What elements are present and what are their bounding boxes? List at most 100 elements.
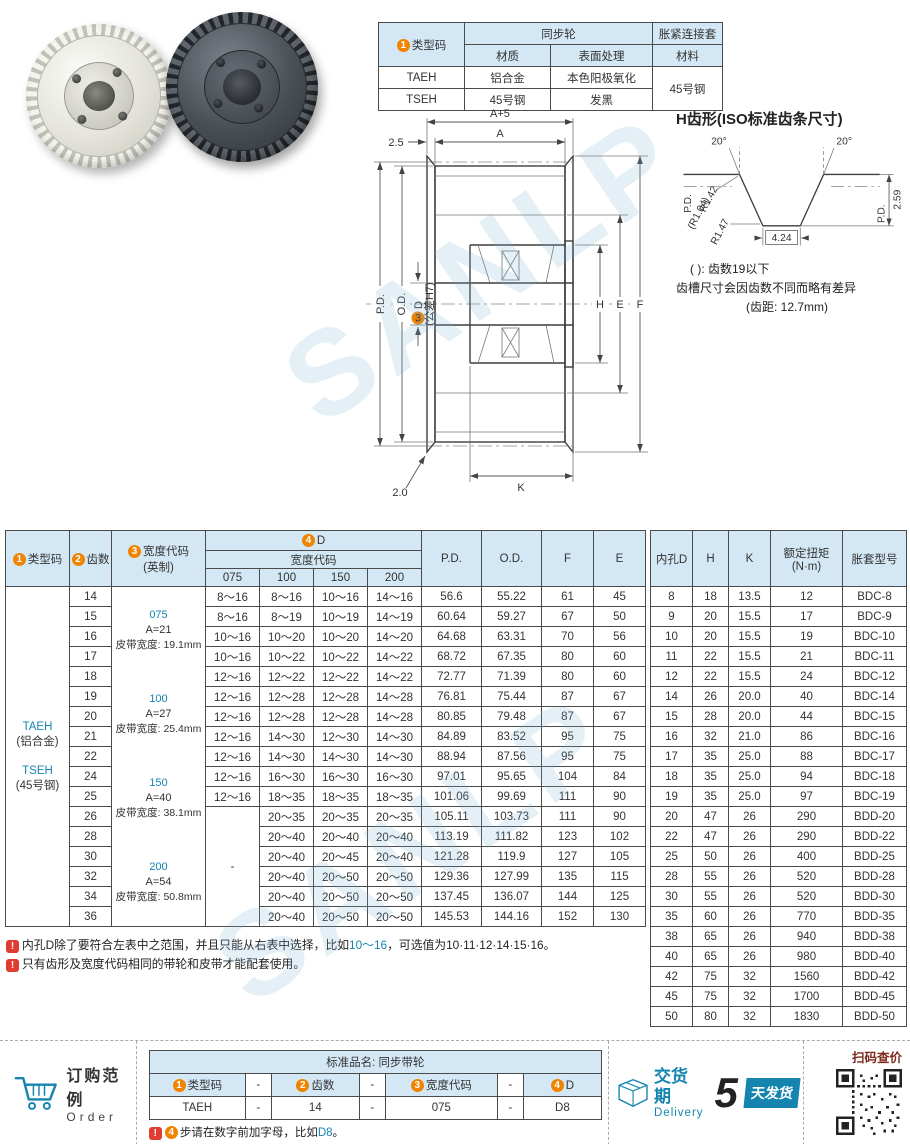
od-cell: 87.56 — [481, 746, 542, 767]
delivery-label-en: Delivery — [654, 1107, 704, 1119]
pd-cell: 76.81 — [421, 686, 482, 707]
bushing-cell: 1560 — [770, 966, 843, 987]
bushing-cell: 20 — [650, 806, 693, 827]
d-range-cell: 8～16 — [259, 586, 314, 607]
d-range-cell: 12～16 — [205, 686, 260, 707]
e-cell: 67 — [593, 706, 646, 727]
radius-bottom-label: R1.47 — [709, 217, 732, 247]
e-cell: 75 — [593, 746, 646, 767]
d-range-cell: 20～40 — [313, 826, 368, 847]
d-range-cell: 12～16 — [205, 706, 260, 727]
teeth-cell: 17 — [69, 646, 112, 667]
bushing-cell: BDC-16 — [842, 726, 907, 747]
dash-cell: - — [205, 806, 260, 927]
d-range-cell: 18～35 — [259, 786, 314, 807]
separator-cell: - — [244, 1073, 272, 1097]
d-range-cell: 16～30 — [313, 766, 368, 787]
header-surface: 表面处理 — [550, 44, 653, 67]
product-photo-aluminum-pulley — [18, 16, 180, 176]
d-range-cell: 10～20 — [313, 626, 368, 647]
separator-cell: - — [358, 1073, 386, 1097]
d-range-cell: 12～16 — [205, 746, 260, 767]
e-cell: 60 — [593, 666, 646, 687]
bushing-cell: 75 — [692, 986, 729, 1007]
circled-2: 2 — [71, 552, 85, 566]
circled-3: 3 — [415, 313, 421, 325]
teeth-cell: 28 — [69, 826, 112, 847]
tooth-note-3: (齿距: 12.7mm) — [746, 300, 829, 314]
bushing-cell: 94 — [770, 766, 843, 787]
bushing-cell: BDC-9 — [842, 606, 907, 627]
pd-cell: 72.77 — [421, 666, 482, 687]
bushing-cell: 35 — [692, 786, 729, 807]
f-cell: 87 — [541, 686, 594, 707]
d-range-cell: 10～16 — [205, 646, 260, 667]
d-range-cell: 8～19 — [259, 606, 314, 627]
f-cell: 80 — [541, 666, 594, 687]
d-range-cell: 12～28 — [313, 706, 368, 727]
d-range-cell: 14～20 — [367, 626, 422, 647]
col-header-od: O.D. — [481, 530, 542, 587]
d-range-cell: 20～50 — [367, 866, 422, 887]
bushing-cell: BDC-18 — [842, 766, 907, 787]
dim-flange-thickness-label: 2.5 — [388, 137, 403, 149]
od-cell: 71.39 — [481, 666, 542, 687]
bushing-cell: 15 — [650, 706, 693, 727]
warning-icon: ! — [148, 1127, 162, 1140]
d-range-cell: 20～50 — [367, 886, 422, 907]
pd-cell: 88.94 — [421, 746, 482, 767]
d-range-cell: 20～50 — [313, 866, 368, 887]
bushing-cell: BDC-11 — [842, 646, 907, 667]
bushing-cell: 65 — [692, 946, 729, 967]
od-cell: 83.52 — [481, 726, 542, 747]
e-cell: 102 — [593, 826, 646, 847]
bushing-cell: 10 — [650, 626, 693, 647]
bushing-cell: 30 — [650, 886, 693, 907]
d-range-cell: 20～40 — [259, 846, 314, 867]
e-cell: 90 — [593, 806, 646, 827]
pd-cell: 105.11 — [421, 806, 482, 827]
bushing-cell: 97 — [770, 786, 843, 807]
note-matching: !只有齿形及宽度代码相同的带轮和皮带才能配套使用。 — [6, 955, 646, 974]
e-cell: 60 — [593, 646, 646, 667]
pd-cell: 56.6 — [421, 586, 482, 607]
qr-section: 扫码查价 — [802, 1041, 910, 1144]
bushing-cell: 9 — [650, 606, 693, 627]
d-range-cell: 14～19 — [367, 606, 422, 627]
bushing-cell: 40 — [650, 946, 693, 967]
od-cell: 59.27 — [481, 606, 542, 627]
f-cell: 67 — [541, 606, 594, 627]
bushing-cell: BDC-10 — [842, 626, 907, 647]
od-cell: 55.22 — [481, 586, 542, 607]
teeth-cell: 25 — [69, 786, 112, 807]
circled-1: 1 — [396, 38, 410, 52]
bushing-cell: 16 — [650, 726, 693, 747]
header-sleeve: 胀紧连接套 — [652, 22, 723, 45]
d-range-cell: 18～35 — [313, 786, 368, 807]
bushing-cell: 26 — [728, 886, 771, 907]
d-range-cell: 14～28 — [367, 706, 422, 727]
d-range-cell: 12～16 — [205, 726, 260, 747]
order-example-header: 订购范例 Order — [0, 1041, 137, 1144]
bushing-cell: 25 — [650, 846, 693, 867]
bushing-cell: 25.0 — [728, 746, 771, 767]
bushing-cell: 44 — [770, 706, 843, 727]
subheader-100: 100 — [259, 568, 314, 587]
bushing-cell: BDD-22 — [842, 826, 907, 847]
